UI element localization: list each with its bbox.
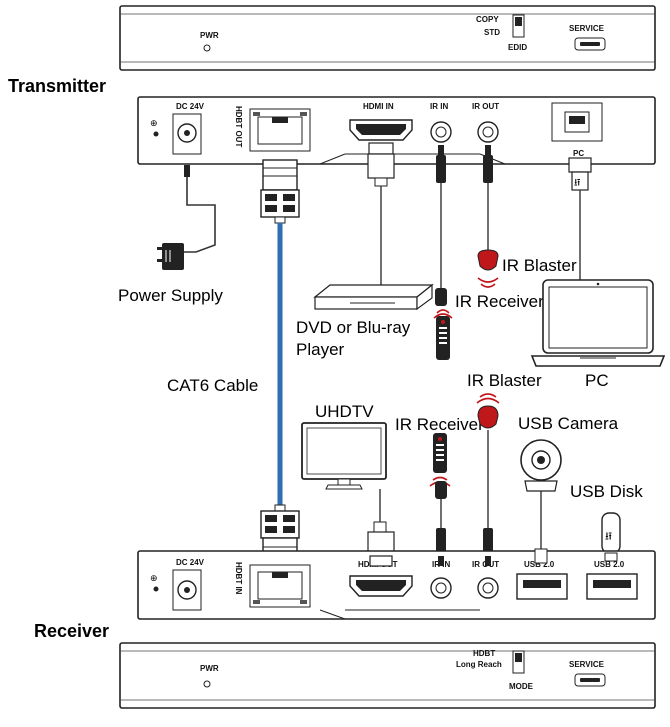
tx-ir-receiver-label: IR Receiver — [455, 292, 544, 311]
rx-dc-label: DC 24V — [176, 558, 205, 567]
receiver-bottom-panel: PWR HDBT Long Reach MODE SERVICE — [119, 642, 656, 709]
dvd-label-line1: DVD or Blu-ray — [296, 318, 411, 337]
pc-label: PC — [585, 371, 609, 390]
transmitter-front-panel: ⊕ DC 24V HDBT OUT HDMI IN IR IN IR OUT — [137, 96, 656, 165]
tx-ir-blaster-label: IR Blaster — [502, 256, 577, 275]
rx-ir-blaster-icon — [477, 405, 499, 429]
tx-irin-label: IR IN — [430, 102, 448, 111]
usb-symbol-icon: ⭿ — [574, 178, 580, 189]
tx-ir-receiver-icon — [435, 288, 447, 306]
uhdtv-icon — [301, 422, 387, 490]
rx-hdbt-label: HDBT IN — [234, 562, 243, 595]
rx-mode-label: MODE — [509, 682, 534, 691]
tx-service-label: SERVICE — [569, 24, 605, 33]
rx-pwr-led — [203, 680, 211, 688]
power-adapter-icon — [162, 243, 184, 270]
tx-edid-label: EDID — [508, 43, 527, 52]
tx-remote-icon — [436, 316, 450, 360]
tx-ir-receiver-cable — [435, 145, 447, 306]
tx-hdmi-cable — [367, 142, 395, 292]
pc-laptop-icon — [530, 279, 666, 367]
usb-camera-label: USB Camera — [518, 414, 619, 433]
rx-pwr-label: PWR — [200, 664, 219, 673]
dvd-label-line2: Player — [296, 340, 345, 359]
tx-ground-symbol: ⊕ — [150, 118, 158, 128]
rx-ir-receiver-icon — [435, 481, 447, 499]
pc-port-label: PC — [573, 149, 584, 158]
tx-rj45-plug-icon — [260, 159, 300, 224]
dvd-player-icon — [313, 283, 434, 311]
usb-disk-label: USB Disk — [570, 482, 643, 501]
rx-ir-receiver-label: IR Receiver — [395, 415, 484, 434]
rx-ir-blaster-cable — [477, 405, 499, 566]
receiver-front-panel: ⊕ DC 24V HDBT IN HDMI OUT IR IN IR OUT U… — [137, 550, 656, 620]
tx-ir-blaster-cable — [477, 145, 499, 271]
svg-text:⭿: ⭿ — [605, 531, 612, 543]
tx-pwr-led — [203, 44, 211, 52]
tx-hdbt-label: HDBT OUT — [234, 106, 243, 147]
rx-long-reach-label: Long Reach — [456, 660, 502, 669]
usb-camera-icon — [520, 439, 562, 562]
rx-service-label: SERVICE — [569, 660, 605, 669]
tx-power-cable — [157, 165, 216, 270]
rx-ir-blaster-label: IR Blaster — [467, 371, 542, 390]
tx-dc-label: DC 24V — [176, 102, 205, 111]
uhdtv-label: UHDTV — [315, 402, 374, 421]
pc-usb-cable: ⭿ — [568, 157, 592, 280]
rx-remote-icon — [433, 433, 447, 473]
rx-hdbt-mode-label: HDBT — [473, 649, 495, 658]
cat6-label: CAT6 Cable — [167, 376, 258, 395]
receiver-heading: Receiver — [34, 621, 109, 641]
rx-ground-symbol: ⊕ — [150, 573, 158, 583]
transmitter-top-panel: PWR COPY STD EDID SERVICE — [119, 5, 656, 71]
tx-std-label: STD — [484, 28, 500, 37]
tx-hdmi-label: HDMI IN — [363, 102, 394, 111]
tx-pwr-label: PWR — [200, 31, 219, 40]
rx-usb1-label: USB 2.0 — [524, 560, 555, 569]
rx-usb2-label: USB 2.0 — [594, 560, 625, 569]
tx-irout-label: IR OUT — [472, 102, 499, 111]
transmitter-heading: Transmitter — [8, 76, 106, 96]
tx-copy-label: COPY — [476, 15, 499, 24]
power-supply-label: Power Supply — [118, 286, 223, 305]
tx-ir-blaster-icon — [477, 249, 499, 271]
